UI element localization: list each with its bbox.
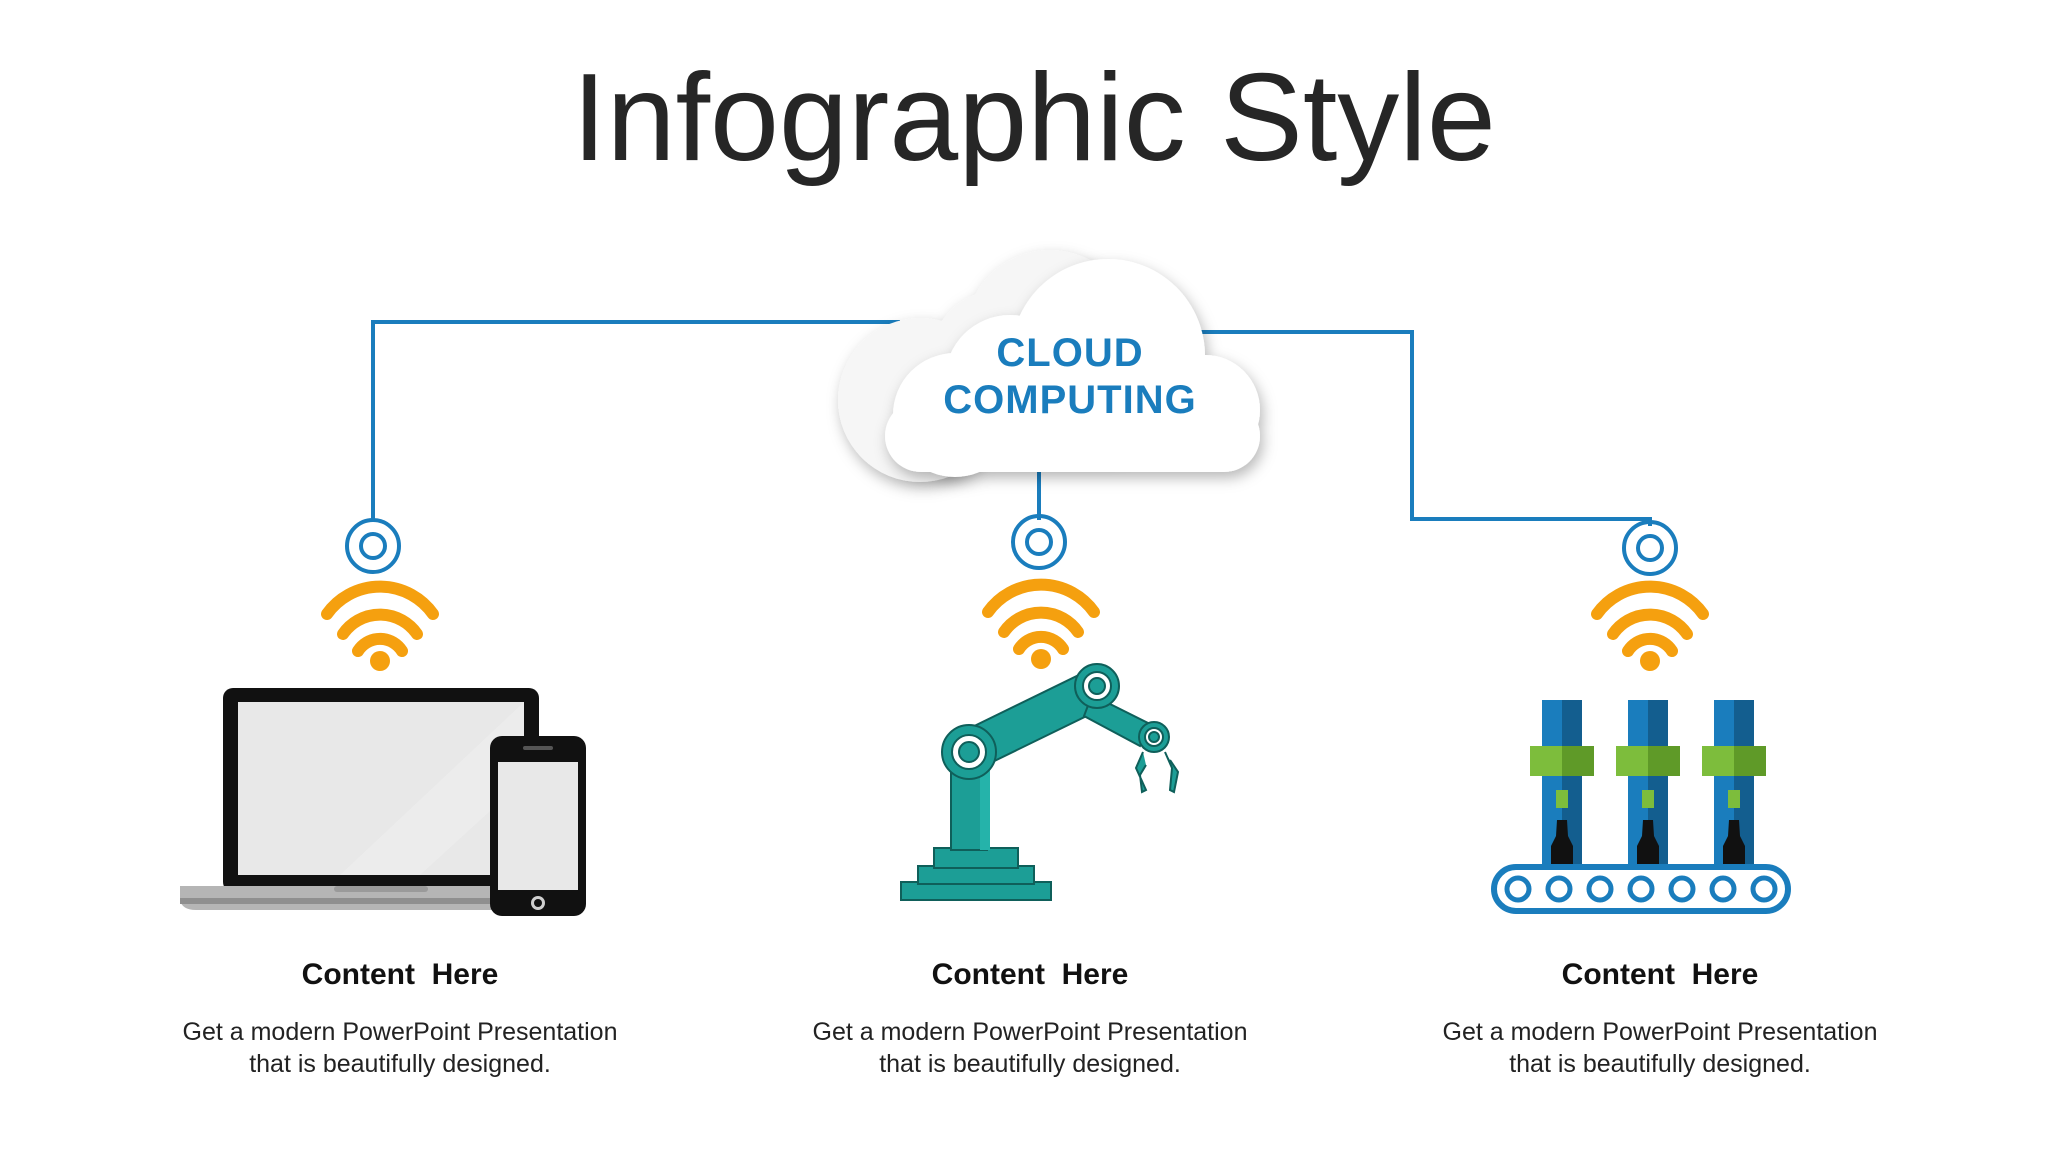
caption-heading: Content Here — [931, 958, 1129, 991]
caption-heading: Content Here — [301, 958, 499, 991]
robot-arm-icon — [900, 663, 1180, 901]
caption-3: Content Here Get a modern PowerPoint Pre… — [1380, 958, 1940, 1080]
target-ring-icon-2 — [1011, 514, 1067, 570]
caption-2: Content Here Get a modern PowerPoint Pre… — [750, 958, 1310, 1080]
conveyor-factory-icon — [1491, 700, 1791, 914]
target-ring-icon-3 — [1622, 520, 1678, 576]
caption-heading: Content Here — [1561, 958, 1759, 991]
caption-body: Get a modern PowerPoint Presentation tha… — [182, 1018, 618, 1078]
cloud-label-line1: CLOUD — [996, 331, 1144, 375]
connector-left — [371, 320, 900, 522]
wifi-icon-1 — [321, 580, 439, 671]
cloud-label: CLOUD COMPUTING — [870, 330, 1270, 424]
laptop-icon — [180, 688, 580, 910]
caption-1: Content Here Get a modern PowerPoint Pre… — [120, 958, 680, 1080]
phone-icon — [490, 736, 586, 916]
cloud-label-line2: COMPUTING — [943, 378, 1197, 422]
wifi-icon-2 — [982, 578, 1100, 669]
wifi-icon-3 — [1591, 580, 1709, 671]
page-title: Infographic Style — [572, 49, 1496, 187]
target-ring-icon-1 — [345, 518, 401, 574]
caption-body: Get a modern PowerPoint Presentation tha… — [1442, 1018, 1878, 1078]
caption-body: Get a modern PowerPoint Presentation tha… — [812, 1018, 1248, 1078]
cloud-icon — [885, 259, 1260, 477]
